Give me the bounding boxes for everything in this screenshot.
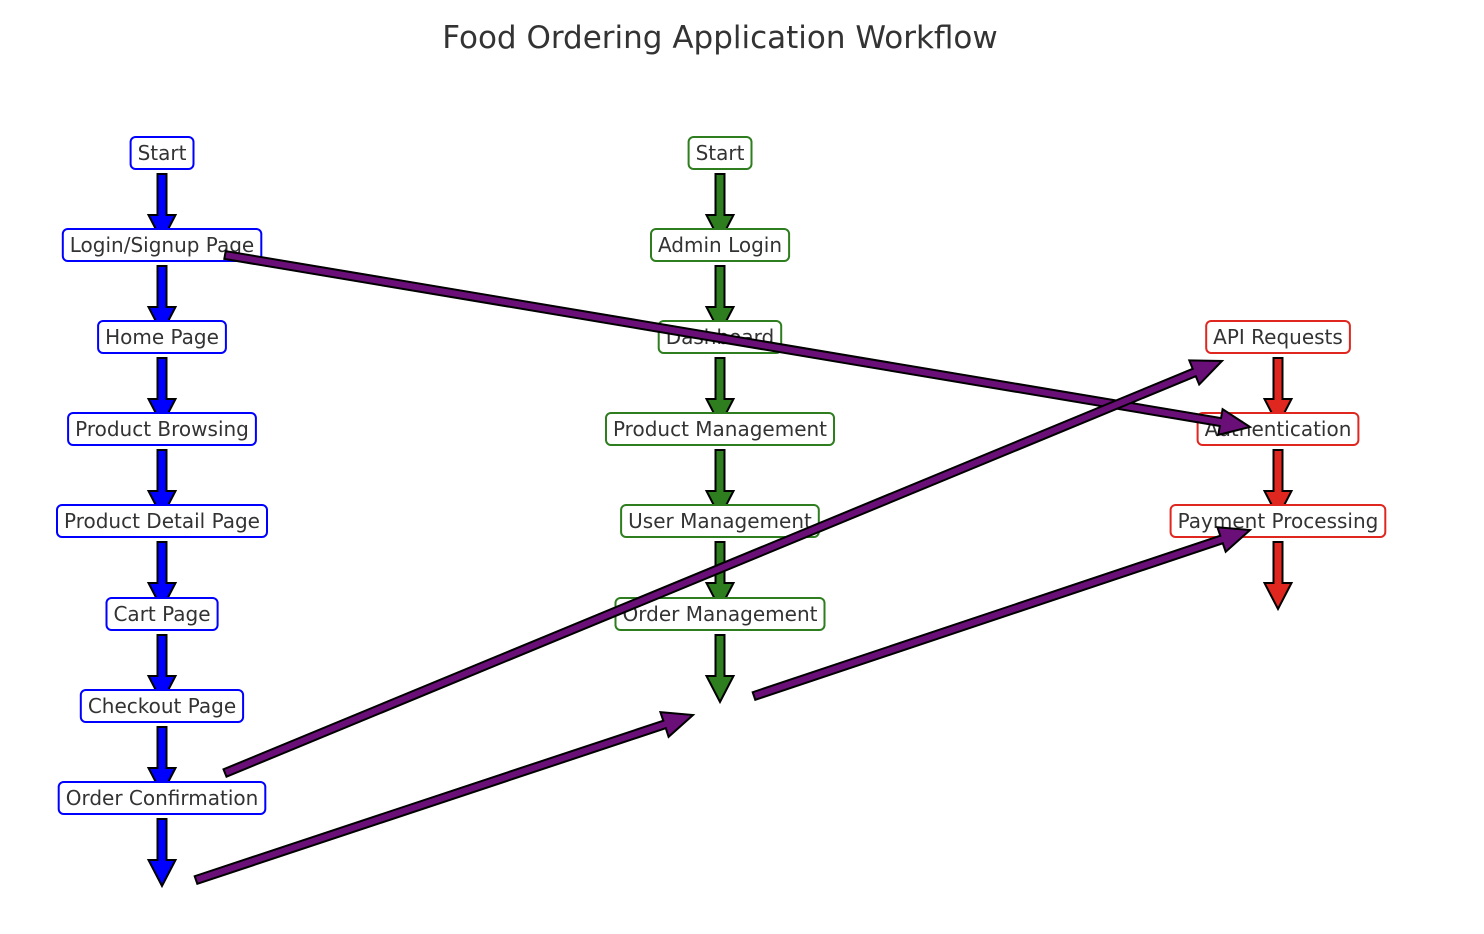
diagram-title: Food Ordering Application Workflow xyxy=(442,20,998,56)
node-box xyxy=(1205,320,1351,354)
admin-flow-node-order-management: Order Management xyxy=(614,597,826,631)
node-label: Order Management xyxy=(623,602,818,626)
cross-link-arrow-admin-flow-end-to-payment-processing xyxy=(751,526,1253,702)
admin-flow-node-admin-login: Admin Login xyxy=(650,228,791,262)
node-label: Order Confirmation xyxy=(66,786,259,810)
node-box xyxy=(57,781,267,815)
cross-link-arrow-login-signup-page-to-authentication xyxy=(223,249,1253,437)
admin-flow-node-start: Start xyxy=(687,136,753,170)
user-flow-node-login-signup-page: Login/Signup Page xyxy=(61,228,263,262)
node-label: Cart Page xyxy=(113,602,210,626)
admin-flow-arrow-6 xyxy=(704,634,736,705)
node-label: Login/Signup Page xyxy=(70,233,254,257)
node-box xyxy=(650,228,791,262)
node-box xyxy=(61,228,263,262)
node-label: Start xyxy=(138,141,187,165)
node-box xyxy=(56,504,268,538)
node-box xyxy=(129,136,195,170)
node-label: Start xyxy=(696,141,745,165)
node-box xyxy=(605,412,835,446)
node-box xyxy=(687,136,753,170)
cross-link-arrow-user-flow-end-to-admin-flow-end xyxy=(193,710,696,886)
admin-flow-arrow-5 xyxy=(704,541,736,612)
node-box xyxy=(97,320,227,354)
node-box xyxy=(105,597,219,631)
node-label: User Management xyxy=(628,509,812,533)
user-flow-node-product-detail-page: Product Detail Page xyxy=(56,504,268,538)
node-label: Product Detail Page xyxy=(64,509,260,533)
node-label: Product Browsing xyxy=(75,417,249,441)
backend-flow-node-payment-processing: Payment Processing xyxy=(1169,504,1387,538)
admin-flow-node-product-management: Product Management xyxy=(605,412,835,446)
node-label: Product Management xyxy=(613,417,827,441)
node-label: Checkout Page xyxy=(88,694,236,718)
node-box xyxy=(620,504,820,538)
user-flow-arrow-5 xyxy=(146,541,178,612)
flow-arrows xyxy=(146,173,1294,889)
user-flow-node-checkout-page: Checkout Page xyxy=(79,689,245,723)
user-flow-node-start: Start xyxy=(129,136,195,170)
node-label: API Requests xyxy=(1213,325,1343,349)
backend-flow-arrow-3 xyxy=(1262,541,1294,612)
node-box xyxy=(79,689,245,723)
user-flow-arrow-8 xyxy=(146,818,178,889)
cross-link-arrows xyxy=(193,249,1253,886)
user-flow-node-order-confirmation: Order Confirmation xyxy=(57,781,267,815)
node-label: Home Page xyxy=(105,325,219,349)
user-flow-node-product-browsing: Product Browsing xyxy=(67,412,257,446)
cross-link-arrow-order-confirmation-to-api-requests xyxy=(222,359,1225,779)
user-flow-node-home-page: Home Page xyxy=(97,320,227,354)
node-box xyxy=(67,412,257,446)
backend-flow-node-api-requests: API Requests xyxy=(1205,320,1351,354)
user-flow-node-cart-page: Cart Page xyxy=(105,597,219,631)
node-label: Admin Login xyxy=(658,233,782,257)
node-label: Payment Processing xyxy=(1178,509,1379,533)
admin-flow-node-user-management: User Management xyxy=(620,504,820,538)
